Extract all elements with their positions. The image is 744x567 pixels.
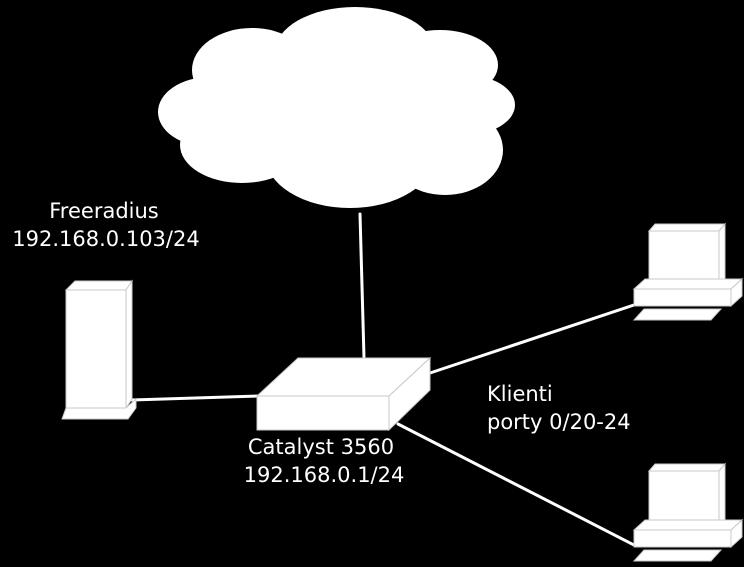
switch-name-label: Catalyst 3560 bbox=[248, 435, 394, 459]
server-name-label: Freeradius bbox=[49, 199, 158, 223]
link-switch-client-top bbox=[428, 301, 642, 375]
link-server-switch bbox=[130, 394, 260, 402]
clients-title-label: Klienti bbox=[487, 382, 553, 406]
server-ip-label: 192.168.0.103/24 bbox=[12, 227, 199, 251]
desktop-computer-icon bbox=[632, 462, 744, 562]
link-switch-client-bottom bbox=[396, 422, 638, 548]
server-tower-icon bbox=[61, 279, 137, 420]
desktop-computer-icon bbox=[632, 222, 744, 321]
cloud-icon bbox=[158, 7, 515, 208]
clients-ports-label: porty 0/20-24 bbox=[487, 410, 631, 434]
switch-icon bbox=[255, 356, 432, 432]
link-cloud-switch bbox=[358, 212, 366, 360]
switch-ip-label: 192.168.0.1/24 bbox=[244, 463, 405, 487]
connections bbox=[130, 212, 642, 548]
